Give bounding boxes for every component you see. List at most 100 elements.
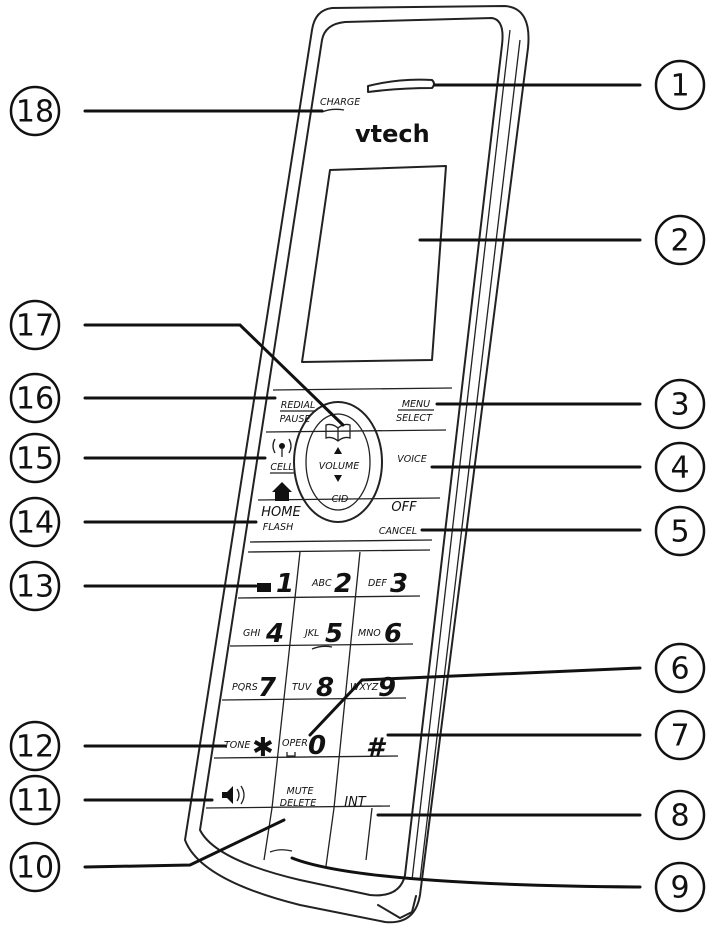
key-3-digit: 3 xyxy=(390,569,408,599)
menu-label: MENU xyxy=(402,399,430,410)
int-label: INT xyxy=(344,795,367,810)
callout-17: 17 xyxy=(9,299,61,351)
earpiece-slot xyxy=(367,78,435,93)
redial-pause-button[interactable]: REDIAL PAUSE xyxy=(280,400,316,425)
key-9-letters: WXYZ xyxy=(350,682,379,693)
callout-1: 1 xyxy=(654,59,706,111)
key-4-digit: 4 xyxy=(265,619,284,649)
callout-7: 7 xyxy=(654,709,706,761)
svg-text:13: 13 xyxy=(16,570,54,605)
svg-text:4: 4 xyxy=(670,451,689,486)
svg-text:17: 17 xyxy=(16,309,54,344)
volume-down-arrow-icon xyxy=(334,475,342,482)
volume-up-arrow-icon xyxy=(334,447,342,454)
callout-12: 12 xyxy=(9,720,61,772)
cid-label: CID xyxy=(332,494,349,505)
callout-10: 10 xyxy=(9,841,61,893)
callout-2: 2 xyxy=(654,214,706,266)
key-0-oper[interactable]: OPER 0 xyxy=(282,731,326,761)
callout-4: 4 xyxy=(654,441,706,493)
voice-label: VOICE xyxy=(397,454,426,465)
key-7[interactable]: PQRS 7 xyxy=(232,673,277,703)
callout-14: 14 xyxy=(9,496,61,548)
svg-text:8: 8 xyxy=(670,799,689,834)
cancel-label: CANCEL xyxy=(379,526,417,537)
key-4[interactable]: GHI 4 xyxy=(243,619,284,649)
svg-text:16: 16 xyxy=(16,382,54,417)
callout-5: 5 xyxy=(654,505,706,557)
home-label: HOME xyxy=(261,505,301,520)
key-1[interactable]: 1 xyxy=(257,569,294,599)
speakerphone-button[interactable] xyxy=(222,785,245,805)
intercom-button[interactable]: INT xyxy=(344,795,367,810)
callout-3: 3 xyxy=(654,378,706,430)
callout-9: 9 xyxy=(654,861,706,913)
key-8-letters: TUV xyxy=(292,682,313,693)
svg-text:1: 1 xyxy=(670,69,689,104)
pause-label: PAUSE xyxy=(280,414,311,425)
speaker-icon xyxy=(222,785,245,805)
star-symbol: ✱ xyxy=(252,733,274,763)
key-star-tone[interactable]: TONE ✱ xyxy=(224,733,274,763)
charge-label: CHARGE xyxy=(320,97,360,108)
mute-delete-button[interactable]: MUTE DELETE xyxy=(280,786,316,809)
display-screen xyxy=(301,165,447,363)
voice-button[interactable]: VOICE xyxy=(397,454,426,465)
mute-label: MUTE xyxy=(287,786,314,797)
svg-text:18: 18 xyxy=(16,95,54,130)
oper-label: OPER xyxy=(282,738,308,749)
select-label: SELECT xyxy=(396,413,433,424)
key-2-digit: 2 xyxy=(334,569,352,599)
key-8[interactable]: TUV 8 xyxy=(292,673,334,703)
envelope-icon xyxy=(257,583,271,592)
callout-16: 16 xyxy=(9,372,61,424)
cell-label: CELL xyxy=(270,462,293,473)
book-icon xyxy=(325,423,351,442)
microphone xyxy=(269,849,293,853)
callout-11: 11 xyxy=(9,774,61,826)
key-1-digit: 1 xyxy=(276,569,294,599)
svg-text:3: 3 xyxy=(670,388,689,423)
off-cancel-button[interactable]: OFF CANCEL xyxy=(379,500,417,537)
delete-label: DELETE xyxy=(280,798,316,809)
home-icon xyxy=(272,482,292,501)
key-7-letters: PQRS xyxy=(232,682,258,693)
svg-text:11: 11 xyxy=(16,784,54,819)
key-5-digit: 5 xyxy=(325,619,343,649)
svg-text:10: 10 xyxy=(16,851,54,886)
key-6-digit: 6 xyxy=(384,619,402,649)
key-4-letters: GHI xyxy=(243,628,261,639)
key-8-digit: 8 xyxy=(316,673,334,703)
off-label: OFF xyxy=(391,500,417,515)
callout-13: 13 xyxy=(9,560,61,612)
key-5[interactable]: JKL 5 xyxy=(303,619,343,650)
menu-select-button[interactable]: MENU SELECT xyxy=(396,399,434,424)
svg-text:5: 5 xyxy=(670,515,689,550)
callout-6: 6 xyxy=(654,642,706,694)
svg-text:6: 6 xyxy=(670,652,689,687)
callout-15: 15 xyxy=(9,432,61,484)
leader-lines xyxy=(83,83,642,889)
charge-light: CHARGE xyxy=(320,97,360,113)
cell-button[interactable]: CELL xyxy=(270,438,294,474)
key-3[interactable]: DEF 3 xyxy=(368,569,408,599)
key-3-letters: DEF xyxy=(368,578,387,589)
brand-logo: vtech xyxy=(355,120,430,148)
key-6-letters: MNO xyxy=(358,628,381,639)
volume-nav-button[interactable]: VOLUME CID xyxy=(293,401,383,523)
key-6[interactable]: MNO 6 xyxy=(358,619,402,649)
svg-text:7: 7 xyxy=(670,719,689,754)
key-pound[interactable]: # xyxy=(366,733,387,763)
home-flash-button[interactable]: HOME FLASH xyxy=(261,482,301,533)
callout-8: 8 xyxy=(654,789,706,841)
button-grid-lines xyxy=(205,387,453,867)
key-5-letters: JKL xyxy=(303,628,319,639)
zero-digit: 0 xyxy=(308,731,326,761)
key-2[interactable]: ABC 2 xyxy=(311,569,352,599)
svg-text:15: 15 xyxy=(16,442,54,477)
keypad: 1 ABC 2 DEF 3 GHI 4 JKL 5 MNO 6 PQRS 7 T… xyxy=(222,569,408,810)
svg-text:2: 2 xyxy=(670,224,689,259)
svg-text:14: 14 xyxy=(16,506,54,541)
volume-label: VOLUME xyxy=(319,461,359,472)
